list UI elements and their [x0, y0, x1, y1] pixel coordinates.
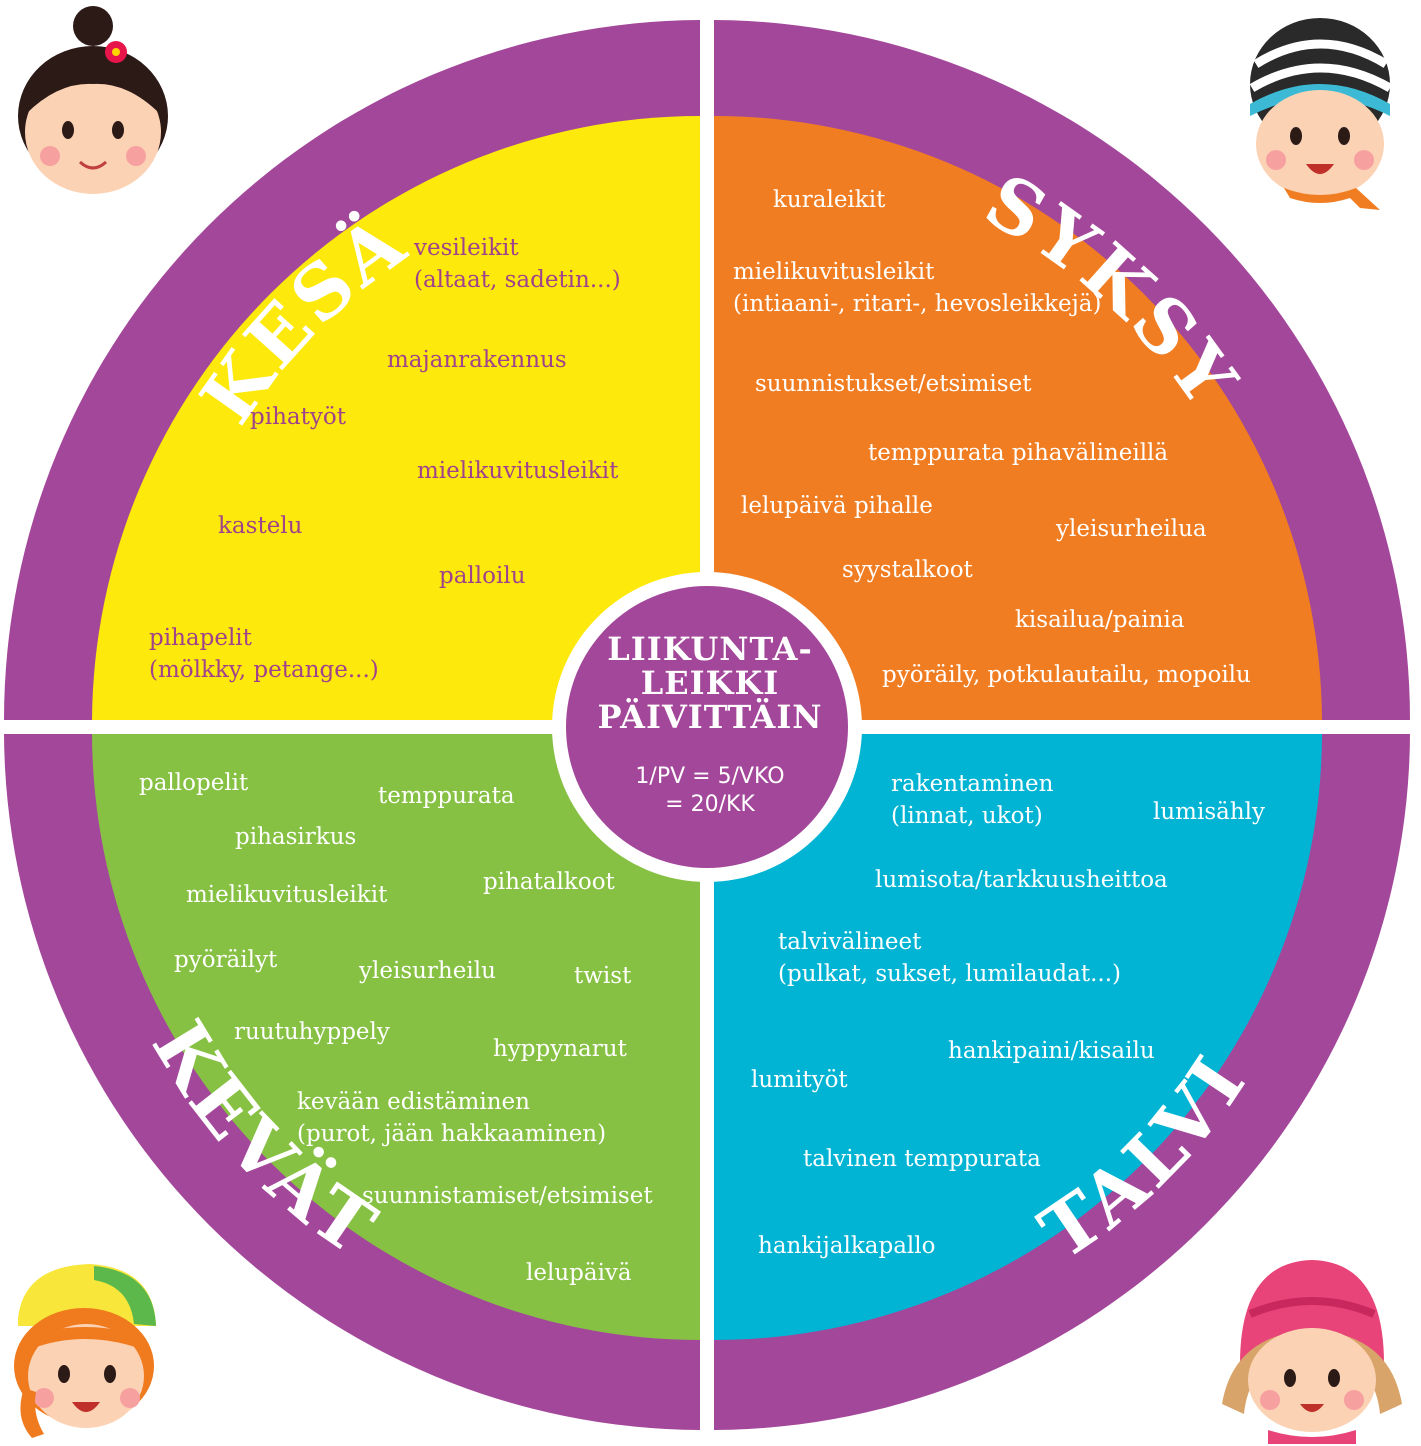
winter-quadrant [714, 734, 1322, 1340]
spring-quadrant [92, 734, 700, 1340]
spring-girl-illustration [14, 1264, 156, 1438]
activity-item: suunnistukset/etsimiset [755, 371, 1032, 397]
activity-item: mielikuvitusleikit (intiaani-, ritari-, … [733, 259, 1102, 317]
activity-item: yleisurheilu [359, 958, 496, 984]
autumn-quadrant [714, 116, 1322, 720]
activity-item: vesileikit (altaat, sadetin...) [414, 235, 621, 293]
activity-item: pihatalkoot [483, 869, 615, 895]
activity-item: palloilu [439, 563, 526, 589]
activity-item: hankijalkapallo [758, 1233, 936, 1259]
summer-girl-illustration [18, 6, 168, 194]
activity-item: kevään edistäminen (purot, jään hakkaami… [297, 1089, 607, 1147]
activity-item: pyöräily, potkulautailu, mopoilu [882, 662, 1251, 688]
activity-item: kisailua/painia [1015, 607, 1185, 633]
activity-item: pyöräilyt [174, 947, 278, 973]
activity-item: rakentaminen (linnat, ukot) [891, 771, 1054, 829]
activity-item: yleisurheilua [1056, 516, 1207, 542]
winter-girl-illustration [1222, 1260, 1402, 1444]
activity-item: pihatyöt [250, 404, 346, 430]
activity-item: hyppynarut [493, 1036, 627, 1062]
activity-item: talvivälineet (pulkat, sukset, lumilauda… [778, 929, 1122, 987]
summer-quadrant [92, 115, 700, 720]
activity-item: lelupäivä pihalle [741, 493, 933, 519]
activity-item: majanrakennus [387, 347, 567, 373]
activity-item: lumityöt [751, 1067, 848, 1093]
activity-item: suunnistamiset/etsimiset [362, 1183, 653, 1209]
activity-item: temppurata [378, 783, 515, 809]
activity-item: lumisota/tarkkuusheittoa [875, 867, 1168, 893]
activity-item: kuraleikit [773, 187, 886, 213]
activity-item: syystalkoot [842, 557, 973, 583]
activity-item: kastelu [218, 513, 303, 539]
center-subtitle: 1/PV = 5/VKO = 20/KK [635, 764, 785, 817]
center-hub [566, 586, 848, 868]
activity-item: twist [574, 963, 632, 989]
activity-item: talvinen temppurata [803, 1146, 1041, 1172]
activity-item: mielikuvitusleikit [417, 458, 619, 484]
activity-item: pihasirkus [235, 824, 357, 850]
activity-item: lumisähly [1153, 799, 1266, 825]
activity-item: hankipaini/kisailu [948, 1038, 1155, 1064]
center-title: LIIKUNTA- LEIKKI PÄIVITTÄIN [597, 630, 823, 736]
autumn-boy-illustration [1249, 18, 1393, 210]
activity-item: temppurata pihavälineillä [868, 440, 1169, 466]
activity-item: lelupäivä [526, 1260, 632, 1286]
activity-item: ruutuhyppely [234, 1019, 390, 1045]
activity-item: pihapelit (mölkky, petange...) [149, 625, 379, 683]
activity-item: mielikuvitusleikit [186, 882, 388, 908]
activity-item: pallopelit [139, 770, 249, 796]
